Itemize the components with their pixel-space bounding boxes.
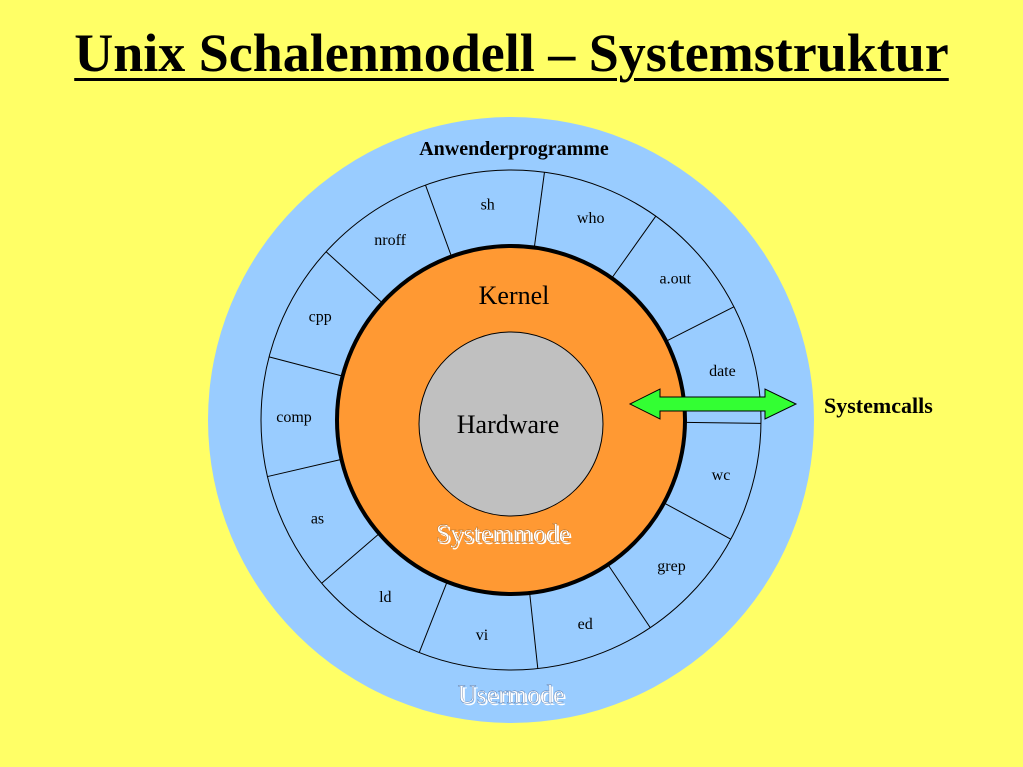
- program-label-wc: wc: [712, 467, 731, 484]
- program-divider: [321, 533, 380, 584]
- page-title: Unix Schalenmodell – Systemstruktur: [74, 23, 949, 83]
- program-divider: [267, 458, 342, 478]
- program-divider: [533, 172, 545, 248]
- program-label-comp: comp: [276, 409, 312, 426]
- program-divider: [425, 184, 452, 257]
- program-label-as: as: [311, 510, 324, 527]
- program-label-cpp: cpp: [309, 309, 332, 326]
- program-divider: [607, 564, 651, 628]
- program-label-date: date: [709, 363, 736, 380]
- program-labels: sh who a.out date wc grep ed vi ld as comp cpp nroff: [276, 196, 736, 644]
- program-label-grep: grep: [657, 558, 685, 575]
- kernel-label: Kernel: [479, 281, 550, 310]
- program-dividers: [267, 172, 761, 669]
- program-divider: [418, 581, 448, 653]
- program-divider: [665, 306, 735, 342]
- usermode-label-shadow: Usermode: [460, 682, 567, 711]
- program-label-aout: a.out: [660, 270, 692, 287]
- program-label-ld: ld: [379, 589, 391, 606]
- systemcalls-arrow: [628, 388, 798, 420]
- program-label-vi: vi: [476, 627, 489, 644]
- usermode-label: Usermode: [458, 680, 565, 709]
- outer-label: Anwenderprogramme: [419, 138, 609, 160]
- program-divider: [611, 215, 657, 279]
- hardware-circle: [418, 331, 604, 517]
- programs-band: [260, 169, 762, 671]
- program-divider: [325, 251, 383, 304]
- program-label-who: who: [577, 210, 605, 227]
- program-label-nroff: nroff: [374, 232, 406, 249]
- program-label-ed: ed: [578, 616, 593, 633]
- program-divider: [268, 356, 343, 377]
- systemmode-label-shadow: Systemmode: [438, 521, 572, 550]
- program-divider: [663, 502, 732, 540]
- systemcalls-label: Systemcalls: [824, 393, 933, 418]
- hardware-label: Hardware: [457, 410, 560, 439]
- program-label-sh: sh: [481, 196, 495, 213]
- program-divider: [684, 421, 761, 424]
- program-divider: [529, 592, 539, 669]
- systemmode-label: Systemmode: [436, 519, 570, 548]
